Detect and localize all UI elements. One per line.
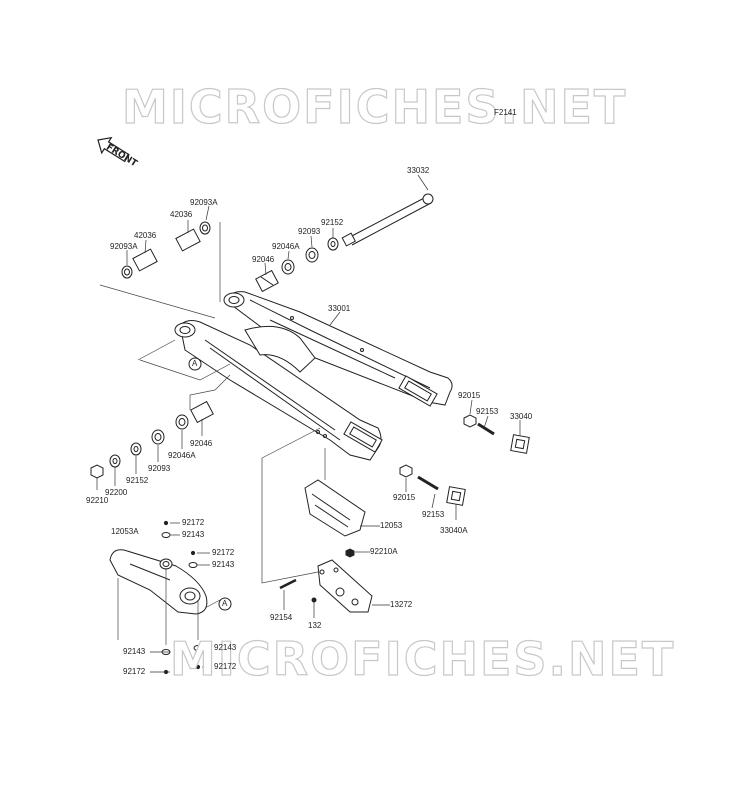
- part-label-92015-right: 92015: [458, 391, 481, 400]
- part-label-92210a: 92210A: [370, 547, 398, 556]
- part-label-92172-c: 92172: [123, 667, 146, 676]
- part-label-33001: 33001: [328, 304, 351, 313]
- part-label-92153-low: 92153: [422, 510, 445, 519]
- part-label-92172-b: 92172: [212, 548, 235, 557]
- part-label-92046a-low: 92046A: [168, 451, 196, 460]
- part-label-92093: 92093: [298, 227, 321, 236]
- part-label-92093-low: 92093: [148, 464, 171, 473]
- part-label-92143-d: 92143: [214, 643, 237, 652]
- part-label-132: 132: [308, 621, 322, 630]
- leader-lines: [96, 174, 521, 673]
- part-label-92046-top: 92046: [252, 255, 275, 264]
- part-label-33040: 33040: [510, 412, 533, 421]
- part-label-92152-low: 92152: [126, 476, 149, 485]
- part-label-42036-left: 42036: [134, 231, 157, 240]
- part-label-92154: 92154: [270, 613, 293, 622]
- part-label-92093a-top: 92093A: [190, 198, 218, 207]
- chain-guide-13272: [279, 548, 373, 613]
- upper-pivot-parts: [121, 221, 339, 293]
- part-label-92093a-left: 92093A: [110, 242, 138, 251]
- part-label-33040a: 33040A: [440, 526, 468, 535]
- part-label-92172-a: 92172: [182, 518, 205, 527]
- part-label-92143-b: 92143: [212, 560, 235, 569]
- part-label-92172-d: 92172: [214, 662, 237, 671]
- callout-a-top-circle: [188, 357, 202, 371]
- assembly-lines: [99, 222, 326, 645]
- part-label-92046a-top: 92046A: [272, 242, 300, 251]
- chain-slider-12053: [304, 479, 366, 537]
- callout-a-bottom-circle: [218, 597, 232, 611]
- part-label-13272: 13272: [390, 600, 413, 609]
- front-arrow-icon: FRONT: [97, 136, 139, 170]
- part-label-42036-top: 42036: [170, 210, 193, 219]
- part-label-33032: 33032: [407, 166, 430, 175]
- part-label-12053: 12053: [380, 521, 403, 530]
- part-label-92210: 92210: [86, 496, 109, 505]
- part-label-92046-low: 92046: [190, 439, 213, 448]
- callout-a-top: A: [192, 359, 198, 368]
- part-label-92015-low: 92015: [393, 493, 416, 502]
- figure-code: F2141: [494, 108, 517, 117]
- front-label: FRONT: [104, 142, 139, 169]
- watermark-top: MICROFICHES.NET: [121, 79, 628, 134]
- part-label-92143-c: 92143: [123, 647, 146, 656]
- lower-pivot-parts: [90, 400, 214, 479]
- watermark-bottom: MICROFICHES.NET: [169, 631, 676, 686]
- pivot-shaft-33032: [341, 193, 434, 247]
- swingarm-33001: [174, 291, 453, 461]
- callout-a-bottom: A: [222, 599, 228, 608]
- link-12053a: [109, 520, 208, 675]
- part-label-12053a: 12053A: [111, 527, 139, 536]
- part-label-92152: 92152: [321, 218, 344, 227]
- part-label-92200: 92200: [105, 488, 128, 497]
- part-label-92143-a: 92143: [182, 530, 205, 539]
- chain-adjusters: [399, 414, 530, 506]
- part-label-92153-right: 92153: [476, 407, 499, 416]
